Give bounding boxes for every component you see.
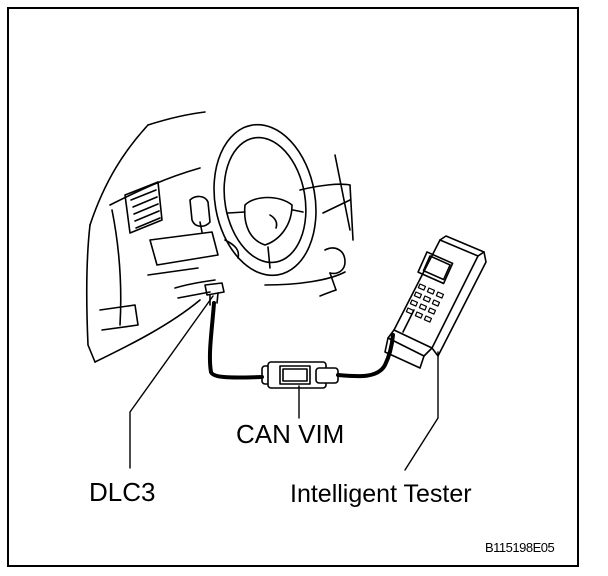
leader-dlc3 xyxy=(130,296,213,468)
can-vim-label: CAN VIM xyxy=(236,421,344,447)
shift-lever xyxy=(320,248,345,296)
leader-tester xyxy=(405,352,438,470)
intelligent-tester xyxy=(385,236,486,368)
a-pillar xyxy=(90,125,148,225)
steering-wheel xyxy=(203,116,328,283)
dlc3-label: DLC3 xyxy=(89,479,155,505)
tester-cable xyxy=(338,335,393,376)
can-vim-module xyxy=(262,362,338,388)
windshield-edge xyxy=(148,112,205,125)
dlc3-cable xyxy=(210,303,262,377)
intelligent-tester-label: Intelligent Tester xyxy=(290,482,472,507)
figure-code: B115198E05 xyxy=(485,541,554,554)
